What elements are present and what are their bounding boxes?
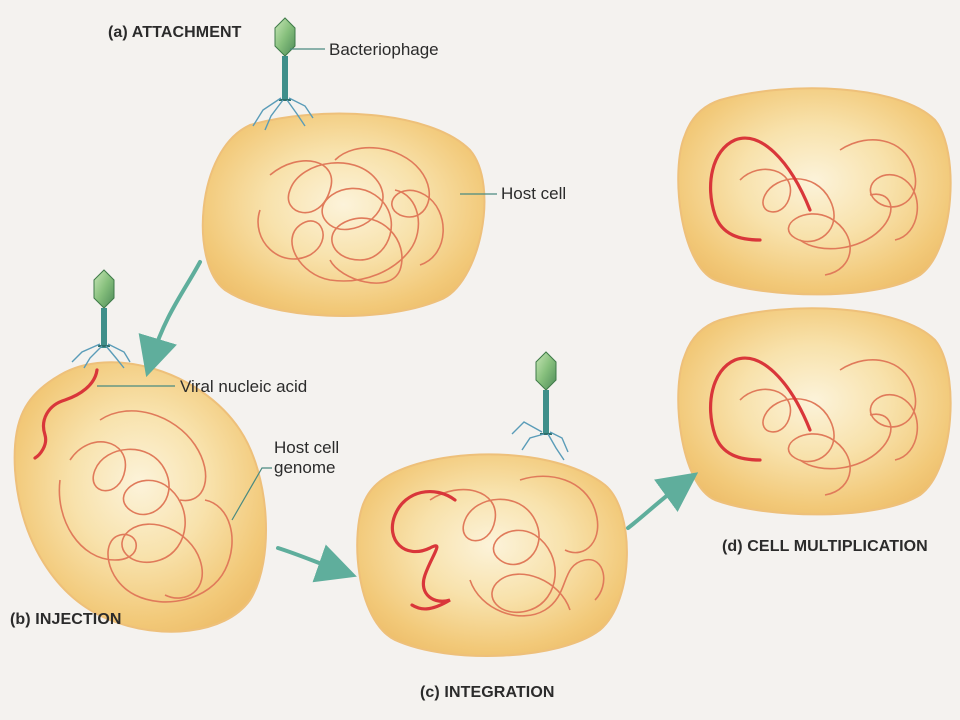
label-host-cell-genome-line1: Host cell (274, 438, 340, 457)
arrow-c-to-d (626, 472, 699, 530)
leader-lines (97, 48, 497, 521)
label-host-cell-genome-line2: genome (274, 458, 336, 477)
viral-dna-d1 (708, 136, 812, 242)
process-arrows (138, 260, 699, 583)
label-injection: (b) INJECTION (10, 611, 122, 628)
viral-dna-b (33, 368, 99, 460)
cell-integration (356, 453, 628, 657)
label-bacteriophage: Bacteriophage (329, 40, 439, 59)
host-dna-d1 (739, 139, 919, 276)
label-attachment: (a) ATTACHMENT (108, 24, 242, 41)
label-host-cell: Host cell (501, 184, 567, 203)
cell-multiplication-bottom (677, 307, 952, 516)
arrow-b-to-c (276, 544, 357, 583)
viral-dna-d2 (708, 356, 812, 462)
leader-host-genome (231, 467, 272, 521)
arrow-a-to-b (138, 260, 202, 378)
host-dna-b (58, 410, 233, 603)
viral-dna-c (390, 490, 457, 611)
bacteriophage-b (71, 269, 131, 369)
cell-multiplication-top (677, 87, 952, 296)
host-dna-d2 (739, 359, 919, 496)
bacteriophage-a (252, 17, 314, 131)
cell-injection (13, 361, 268, 633)
label-viral-nucleic-acid: Viral nucleic acid (180, 377, 308, 396)
cell-attachment (201, 112, 486, 318)
host-dna-c (429, 475, 605, 617)
label-host-cell-genome: Host cell genome (274, 438, 339, 478)
label-integration: (c) INTEGRATION (420, 684, 555, 701)
host-dna-a (257, 146, 444, 284)
bacteriophage-c (511, 351, 569, 461)
label-cell-multiplication: (d) CELL MULTIPLICATION (722, 538, 928, 555)
